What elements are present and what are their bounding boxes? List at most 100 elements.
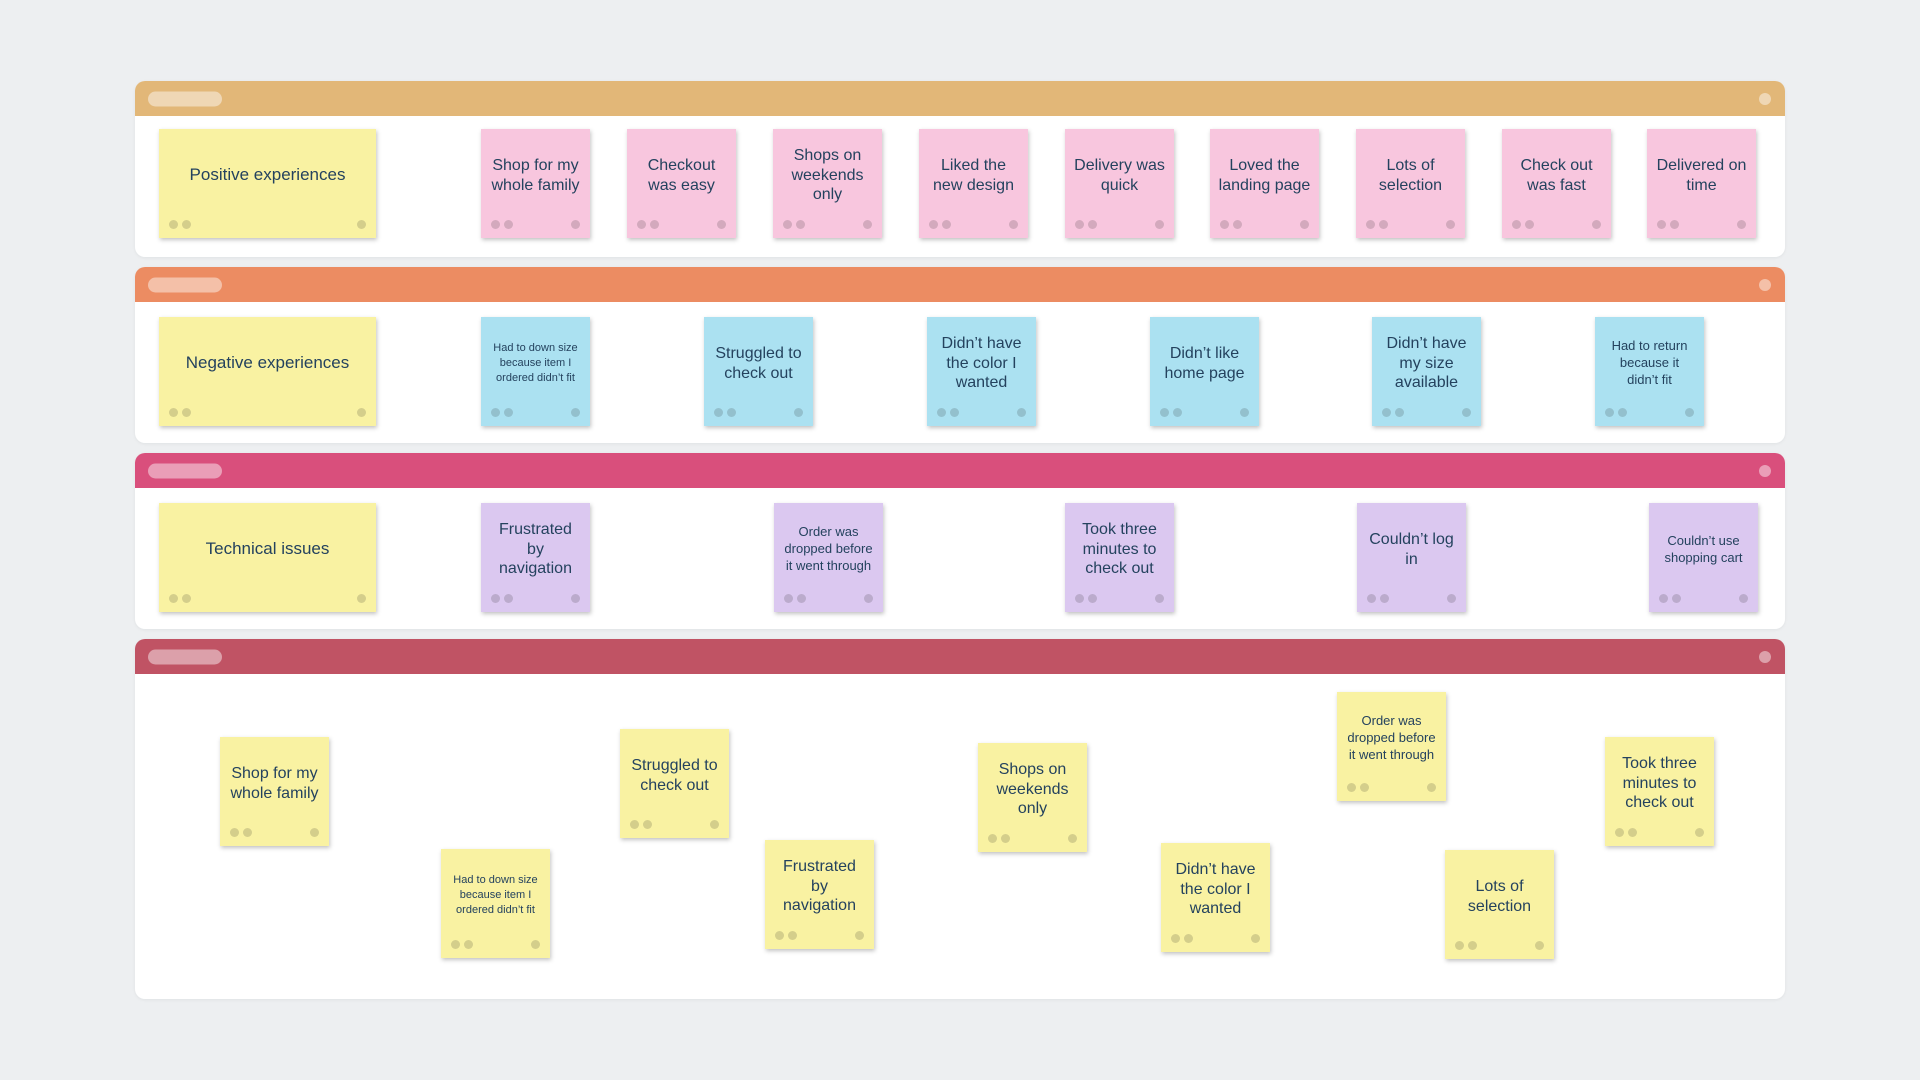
sticky-note[interactable]: Didn’t have the color I wanted [927, 317, 1036, 426]
note-author-dot [1001, 834, 1010, 843]
sticky-note[interactable]: Delivery was quick [1065, 129, 1174, 238]
note-author-dot [1446, 220, 1455, 229]
note-author-dot [1366, 220, 1375, 229]
sticky-note[interactable]: Didn’t like home page [1150, 317, 1259, 426]
sticky-note-text: Didn’t have the color I wanted [941, 335, 1022, 392]
sticky-note[interactable]: Liked the new design [919, 129, 1028, 238]
note-author-dot [1160, 408, 1169, 417]
section-header-positive-experiences[interactable] [135, 81, 1785, 116]
sticky-note[interactable]: Checkout was easy [627, 129, 736, 238]
note-author-dot [491, 408, 500, 417]
note-author-dot [504, 594, 513, 603]
sticky-note[interactable]: Couldn’t use shopping cart [1649, 503, 1758, 612]
sticky-note[interactable]: Shops on weekends only [773, 129, 882, 238]
section-positive-experiences[interactable]: Positive experiences Shop for my whole fa… [135, 81, 1785, 257]
section-header-negative-experiences[interactable] [135, 267, 1785, 302]
note-author-dot [451, 940, 460, 949]
sticky-note[interactable]: Couldn’t log in [1357, 503, 1466, 612]
sticky-note[interactable]: Shops on weekends only [978, 743, 1087, 852]
sticky-note[interactable]: Shop for my whole family [220, 737, 329, 846]
note-author-dot [1737, 220, 1746, 229]
note-author-dot [784, 594, 793, 603]
sticky-note-text: Couldn’t log in [1369, 530, 1454, 568]
sticky-note[interactable]: Didn’t have the color I wanted [1161, 843, 1270, 952]
note-author-dot [1233, 220, 1242, 229]
section-header-technical-issues[interactable] [135, 453, 1785, 488]
note-author-dot [1251, 934, 1260, 943]
note-author-dot [1017, 408, 1026, 417]
section-title-pill[interactable] [148, 463, 222, 478]
sticky-note[interactable]: Lots of selection [1445, 850, 1554, 959]
note-author-dot [504, 220, 513, 229]
sticky-note[interactable]: Took three minutes to check out [1065, 503, 1174, 612]
section-negative-experiences[interactable]: Negative experiences Had to down size bec… [135, 267, 1785, 443]
sticky-note[interactable]: Didn’t have my size available [1372, 317, 1481, 426]
note-author-dot [1240, 408, 1249, 417]
sticky-note[interactable]: Had to return because it didn’t fit [1595, 317, 1704, 426]
note-author-dot [357, 594, 366, 603]
section-menu-button[interactable] [1759, 650, 1771, 663]
sticky-note-text: Lots of selection [1467, 877, 1532, 915]
sticky-note[interactable]: Struggled to check out [620, 729, 729, 838]
note-author-dot [491, 220, 500, 229]
section-title-pill[interactable] [148, 649, 222, 664]
sticky-note-text: Couldn’t use shopping cart [1664, 532, 1743, 565]
sticky-note[interactable]: Delivered on time [1647, 129, 1756, 238]
note-author-dot [1695, 828, 1704, 837]
section-menu-button[interactable] [1759, 278, 1771, 291]
note-author-dot [1155, 220, 1164, 229]
sticky-note[interactable]: Shop for my whole family [481, 129, 590, 238]
section-menu-button[interactable] [1759, 464, 1771, 477]
note-author-dot [714, 408, 723, 417]
sticky-note[interactable]: Frustrated by navigation [481, 503, 590, 612]
sticky-note-text: Frustrated by navigation [783, 858, 856, 915]
note-author-dot [1512, 220, 1521, 229]
sticky-note-text: Technical issues [205, 539, 330, 559]
note-author-dot [230, 828, 239, 837]
sticky-note[interactable]: Positive experiences [159, 129, 376, 238]
note-author-dot [1382, 408, 1391, 417]
note-author-dot [1739, 594, 1748, 603]
note-author-dot [1525, 220, 1534, 229]
sticky-note[interactable]: Struggled to check out [704, 317, 813, 426]
note-author-dot [1088, 594, 1097, 603]
sticky-note[interactable]: Had to down size because item I ordered … [481, 317, 590, 426]
section-header-cluster-area[interactable] [135, 639, 1785, 674]
sticky-note[interactable]: Had to down size because item I ordered … [441, 849, 550, 958]
sticky-note[interactable]: Check out was fast [1502, 129, 1611, 238]
sticky-note-text: Had to return because it didn’t fit [1611, 338, 1688, 387]
note-author-dot [937, 408, 946, 417]
sticky-note[interactable]: Lots of selection [1356, 129, 1465, 238]
sticky-note[interactable]: Order was dropped before it went through [774, 503, 883, 612]
section-title-pill[interactable] [148, 277, 222, 292]
sticky-note[interactable]: Frustrated by navigation [765, 840, 874, 949]
sticky-note-text: Didn’t have my size available [1386, 335, 1467, 392]
note-author-dot [310, 828, 319, 837]
sticky-note-text: Shop for my whole family [230, 764, 319, 802]
sticky-note-text: Delivery was quick [1074, 156, 1165, 194]
note-author-dot [717, 220, 726, 229]
note-author-dot [1088, 220, 1097, 229]
section-menu-button[interactable] [1759, 92, 1771, 105]
note-author-dot [504, 408, 513, 417]
sticky-note[interactable]: Technical issues [159, 503, 376, 612]
note-author-dot [1447, 594, 1456, 603]
sticky-note-text: Didn’t like home page [1164, 344, 1245, 382]
note-author-dot [491, 594, 500, 603]
note-author-dot [169, 220, 178, 229]
note-author-dot [727, 408, 736, 417]
sticky-note[interactable]: Order was dropped before it went through [1337, 692, 1446, 801]
sticky-note-text: Liked the new design [933, 156, 1014, 194]
section-title-pill[interactable] [148, 91, 222, 106]
sticky-note[interactable]: Negative experiences [159, 317, 376, 426]
note-author-dot [796, 220, 805, 229]
sticky-note[interactable]: Took three minutes to check out [1605, 737, 1714, 846]
note-author-dot [531, 940, 540, 949]
sticky-note-text: Struggled to check out [631, 756, 718, 794]
sticky-note[interactable]: Loved the landing page [1210, 129, 1319, 238]
note-author-dot [1367, 594, 1376, 603]
note-author-dot [794, 408, 803, 417]
sticky-note-text: Order was dropped before it went through [1347, 713, 1436, 762]
section-technical-issues[interactable]: Technical issues Frustrated by navigation… [135, 453, 1785, 629]
